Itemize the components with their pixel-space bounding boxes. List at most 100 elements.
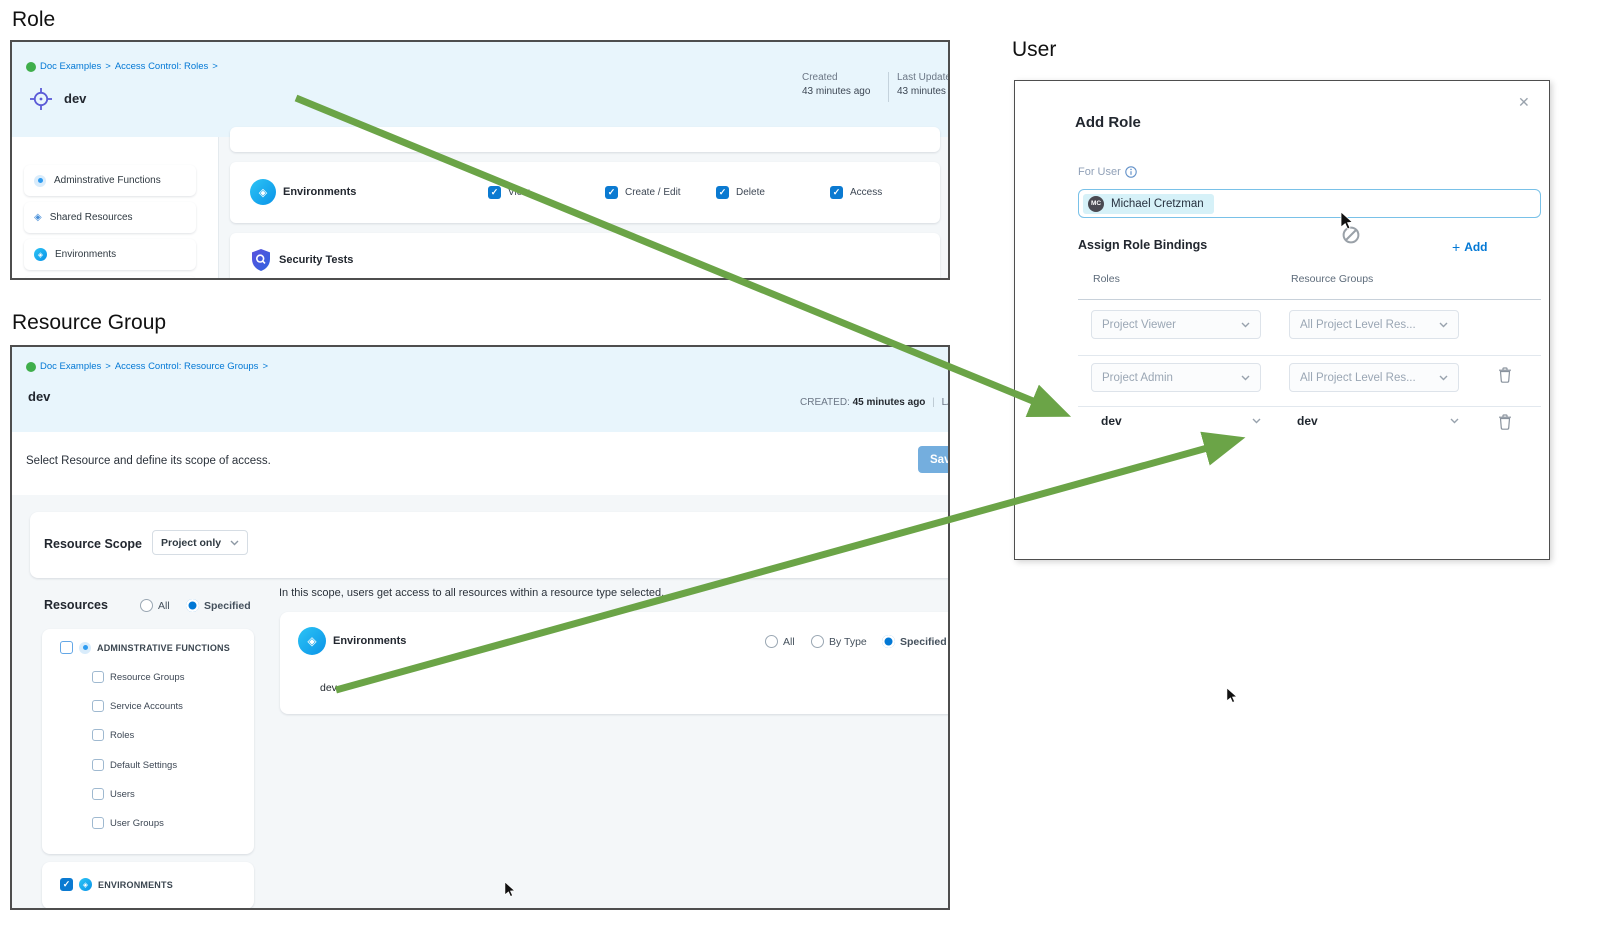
administrative-functions-icon xyxy=(79,641,91,654)
permission-access[interactable]: ✓ Access xyxy=(830,186,882,199)
role-header: Doc Examples > Access Control: Roles > d… xyxy=(12,42,948,137)
resource-group-select[interactable]: All Project Level Res... xyxy=(1289,310,1459,339)
add-role-dialog: ✕ Add Role For User MC Michael Cretzman … xyxy=(1014,80,1550,560)
checkbox-label: Default Settings xyxy=(110,759,178,771)
admin-functions-group-row[interactable]: ADMINSTRATIVE FUNCTIONS xyxy=(60,641,230,654)
column-header-roles: Roles xyxy=(1093,273,1120,285)
checkbox-checked-icon[interactable]: ✓ xyxy=(60,878,73,891)
permission-delete[interactable]: ✓ Delete xyxy=(716,186,765,199)
checkbox-unchecked-icon[interactable] xyxy=(60,641,73,654)
checkbox-unchecked-icon[interactable] xyxy=(92,671,104,683)
role-select-value: Project Viewer xyxy=(1102,318,1176,331)
specified-environment-value: dev xyxy=(320,682,337,694)
breadcrumb-link-access-control-resource-groups[interactable]: Access Control: Resource Groups xyxy=(114,361,259,372)
breadcrumb-link-doc-examples[interactable]: Doc Examples xyxy=(40,61,102,72)
breadcrumb-separator: > xyxy=(105,361,111,372)
radio-selected-icon[interactable] xyxy=(882,635,895,648)
user-chip[interactable]: MC Michael Cretzman xyxy=(1083,193,1214,214)
card-partial xyxy=(230,127,940,152)
resource-group-select-value: All Project Level Res... xyxy=(1300,371,1416,384)
sidebar-item-partial[interactable] xyxy=(24,276,196,278)
role-select[interactable]: Project Viewer xyxy=(1091,310,1261,339)
add-button-label: Add xyxy=(1464,240,1488,254)
resource-checkbox-user-groups[interactable]: User Groups xyxy=(92,817,164,829)
for-user-label: For User xyxy=(1078,166,1121,178)
checkbox-checked-icon[interactable]: ✓ xyxy=(716,186,729,199)
checkbox-unchecked-icon[interactable] xyxy=(92,729,104,741)
radio-unselected-icon[interactable] xyxy=(765,635,778,648)
scope-instruction: Select Resource and define its scope of … xyxy=(26,455,271,467)
environments-group-row[interactable]: ✓ ◈ ENVIRONMENTS xyxy=(60,878,173,891)
section-title-user: User xyxy=(1012,38,1057,61)
avatar: MC xyxy=(1088,195,1104,212)
chevron-down-icon xyxy=(1439,375,1448,380)
sidebar-item-environments[interactable]: ◈ Environments xyxy=(24,239,196,270)
role-title: dev xyxy=(64,91,87,106)
checkbox-unchecked-icon[interactable] xyxy=(92,759,104,771)
resource-group-select[interactable]: All Project Level Res... xyxy=(1289,363,1459,392)
no-drop-cursor-icon xyxy=(1341,225,1361,245)
resource-scope-label: Resource Scope xyxy=(44,537,142,551)
checkbox-label: Service Accounts xyxy=(110,700,183,712)
permission-view[interactable]: ✓ View xyxy=(488,186,530,199)
permission-create-edit[interactable]: ✓ Create / Edit xyxy=(605,186,681,199)
resource-scope-select[interactable]: Project only xyxy=(152,530,248,555)
scope-note: In this scope, users get access to all r… xyxy=(279,587,665,599)
env-radio-specified[interactable]: Specified xyxy=(882,635,947,648)
breadcrumb: Doc Examples > Access Control: Roles > xyxy=(26,61,218,72)
environments-icon: ◈ xyxy=(250,179,276,205)
radio-unselected-icon[interactable] xyxy=(140,599,153,612)
chevron-down-icon xyxy=(1241,375,1250,380)
checkbox-unchecked-icon[interactable] xyxy=(92,817,104,829)
resource-checkbox-default-settings[interactable]: Default Settings xyxy=(92,759,177,771)
sidebar-item-shared-resources[interactable]: ◈ Shared Resources xyxy=(24,202,196,233)
sidebar-item-administrative-functions[interactable]: Adminstrative Functions xyxy=(24,165,196,196)
add-role-binding-button[interactable]: + Add xyxy=(1452,239,1488,255)
created-label: CREATED: xyxy=(800,397,850,408)
created-label: Created xyxy=(802,72,838,83)
role-created-block: Created 43 minutes ago xyxy=(802,72,870,97)
resource-scope-card: Resource Scope Project only xyxy=(30,512,948,578)
role-select[interactable]: Project Admin xyxy=(1091,363,1261,392)
env-radio-all[interactable]: All xyxy=(765,635,795,648)
checkbox-checked-icon[interactable]: ✓ xyxy=(830,186,843,199)
resource-checkbox-roles[interactable]: Roles xyxy=(92,729,134,741)
resource-group-select-dev[interactable]: dev xyxy=(1297,414,1459,428)
plus-icon: + xyxy=(1452,239,1461,255)
checkbox-unchecked-icon[interactable] xyxy=(92,700,104,712)
checkbox-unchecked-icon[interactable] xyxy=(92,788,104,800)
resource-group-meta: CREATED: 45 minutes ago | LAST UPDATED: xyxy=(800,397,948,408)
last-updated-value: 43 minutes ago xyxy=(897,86,948,97)
checkbox-label: Roles xyxy=(110,729,135,741)
environments-group-card: ✓ ◈ ENVIRONMENTS xyxy=(42,862,254,908)
resource-checkbox-resource-groups[interactable]: Resource Groups xyxy=(92,671,184,683)
delete-row-trash-icon[interactable] xyxy=(1498,367,1512,383)
checkbox-checked-icon[interactable]: ✓ xyxy=(488,186,501,199)
save-button[interactable]: Save xyxy=(918,446,948,473)
resources-radio-specified[interactable]: Specified xyxy=(186,599,251,612)
chevron-down-icon xyxy=(1252,418,1261,424)
checkbox-checked-icon[interactable]: ✓ xyxy=(605,186,618,199)
env-radio-by-type[interactable]: By Type xyxy=(811,635,867,648)
delete-row-trash-icon[interactable] xyxy=(1498,414,1512,430)
resource-checkbox-users[interactable]: Users xyxy=(92,788,135,800)
breadcrumb-link-access-control-roles[interactable]: Access Control: Roles xyxy=(114,61,209,72)
role-updated-block: Last Updated 43 minutes ago xyxy=(897,72,948,97)
meta-divider xyxy=(888,72,889,102)
role-select-dev[interactable]: dev xyxy=(1101,414,1261,428)
meta-divider: | xyxy=(932,397,935,408)
last-updated-label: LAST UPDATED: xyxy=(941,397,948,408)
sidebar-item-label: Environments xyxy=(55,249,117,260)
close-icon[interactable]: ✕ xyxy=(1518,94,1530,110)
resource-checkbox-service-accounts[interactable]: Service Accounts xyxy=(92,700,183,712)
mouse-cursor-icon xyxy=(1340,212,1354,232)
permission-label: Access xyxy=(850,187,883,198)
role-target-icon xyxy=(28,86,54,112)
radio-unselected-icon[interactable] xyxy=(811,635,824,648)
radio-selected-icon[interactable] xyxy=(186,599,199,612)
project-icon xyxy=(26,61,36,72)
resource-group-header: Doc Examples > Access Control: Resource … xyxy=(12,347,948,432)
resources-radio-all[interactable]: All xyxy=(140,599,170,612)
breadcrumb-link-doc-examples[interactable]: Doc Examples xyxy=(40,361,102,372)
user-input[interactable]: MC Michael Cretzman xyxy=(1078,189,1541,218)
